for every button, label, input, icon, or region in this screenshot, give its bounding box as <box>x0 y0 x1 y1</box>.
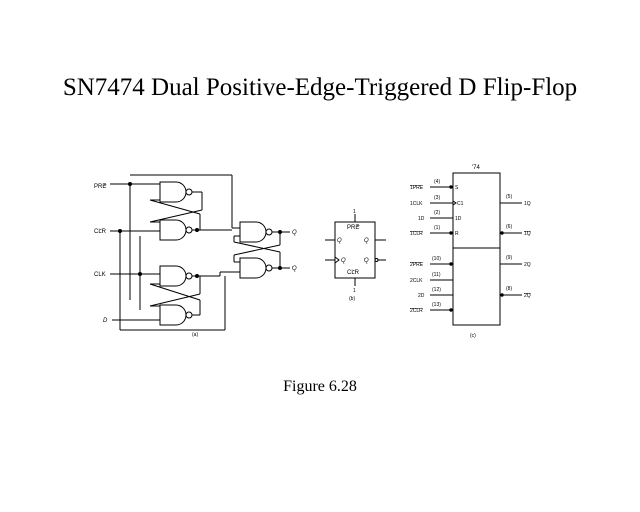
nand-gate-4 <box>159 304 200 326</box>
svg-text:(2): (2) <box>434 210 440 216</box>
svg-text:2Q: 2Q <box>524 293 531 299</box>
svg-text:(13): (13) <box>432 302 441 308</box>
q-output-label: Q <box>292 230 297 236</box>
svg-text:2PRE: 2PRE <box>410 262 424 268</box>
svg-text:2CLR: 2CLR <box>410 308 423 314</box>
pin-1pre: (4) 1PRE S <box>410 179 459 191</box>
svg-text:(3): (3) <box>434 195 440 201</box>
symbol-d-label: Q <box>337 238 342 244</box>
pin-2clk: (11) 2CLK <box>410 272 453 284</box>
figure-caption: Figure 6.28 <box>283 378 357 395</box>
clr-input-label: CLR <box>94 229 107 235</box>
svg-text:(10): (10) <box>432 256 441 262</box>
svg-text:1CLR: 1CLR <box>410 231 423 237</box>
svg-text:2Q: 2Q <box>524 262 531 268</box>
pin-2d: (12) 2D <box>418 287 453 299</box>
svg-text:(1): (1) <box>434 225 440 231</box>
symbol-panel-b: 1 PRE Q Q Q Q CLR 1 (b) <box>325 209 386 302</box>
pre-input-label: PRE <box>94 184 106 190</box>
output-nand-qbar <box>239 257 290 279</box>
svg-text:S: S <box>455 185 459 191</box>
pin-2clr: (13) 2CLR <box>410 302 453 314</box>
symbol-q-label: Q <box>364 238 369 244</box>
svg-text:(5): (5) <box>506 194 512 200</box>
pin-2pre: (10) 2PRE <box>410 256 453 268</box>
page-title: SN7474 Dual Positive-Edge-Triggered D Fl… <box>62 74 578 101</box>
svg-text:1Q: 1Q <box>524 231 531 237</box>
panel-c-label: (c) <box>470 333 476 339</box>
svg-text:1D: 1D <box>455 216 462 222</box>
symbol-qbar-label: Q <box>364 258 369 264</box>
svg-text:1PRE: 1PRE <box>410 185 424 191</box>
clk-input-label: CLK <box>94 272 106 278</box>
pin-2qbar: (8) 2Q <box>500 286 531 299</box>
pin-2q: (9) 2Q <box>500 255 531 268</box>
symbol-bottom-pin: 1 <box>353 288 356 294</box>
svg-text:1CLK: 1CLK <box>410 201 423 207</box>
pin-1d: (2) 1D 1D <box>418 210 462 222</box>
svg-text:1D: 1D <box>418 216 425 222</box>
svg-text:2CLK: 2CLK <box>410 278 423 284</box>
symbol-clk-label: Q <box>341 258 346 264</box>
pin-1qbar: (6) 1Q <box>500 224 531 237</box>
symbol-top-pin: 1 <box>353 209 356 215</box>
svg-text:R: R <box>455 231 459 237</box>
pin-1q: (5) 1Q <box>500 194 531 207</box>
svg-text:(12): (12) <box>432 287 441 293</box>
nand-gate-1 <box>159 181 202 203</box>
symbol-clr-label: CLR <box>347 270 360 276</box>
svg-text:2D: 2D <box>418 293 425 299</box>
symbol-pre-label: PRE <box>347 225 359 231</box>
nand-gate-3 <box>159 265 220 287</box>
d-input-label: D <box>103 318 108 324</box>
panel-a-label: (a) <box>192 332 198 338</box>
svg-text:1Q: 1Q <box>524 201 531 207</box>
ieee-panel-c: '74 (4) 1PRE S (3) 1CLK C1 (2) 1D 1D (1)… <box>410 165 531 339</box>
panel-b-label: (b) <box>349 296 355 302</box>
pin-1clk: (3) 1CLK C1 <box>410 195 464 207</box>
svg-text:C1: C1 <box>457 201 464 207</box>
svg-text:(4): (4) <box>434 179 440 185</box>
part-label: '74 <box>472 165 480 171</box>
qbar-output-label: Q <box>292 266 297 272</box>
circuit-panel-a: PRE CLR CLK D <box>94 174 297 338</box>
svg-text:(11): (11) <box>432 272 441 278</box>
pin-1clr: (1) 1CLR R <box>410 225 459 237</box>
output-nand-q <box>239 221 290 243</box>
svg-text:(8): (8) <box>506 286 512 292</box>
svg-text:(9): (9) <box>506 255 512 261</box>
svg-text:(6): (6) <box>506 224 512 230</box>
